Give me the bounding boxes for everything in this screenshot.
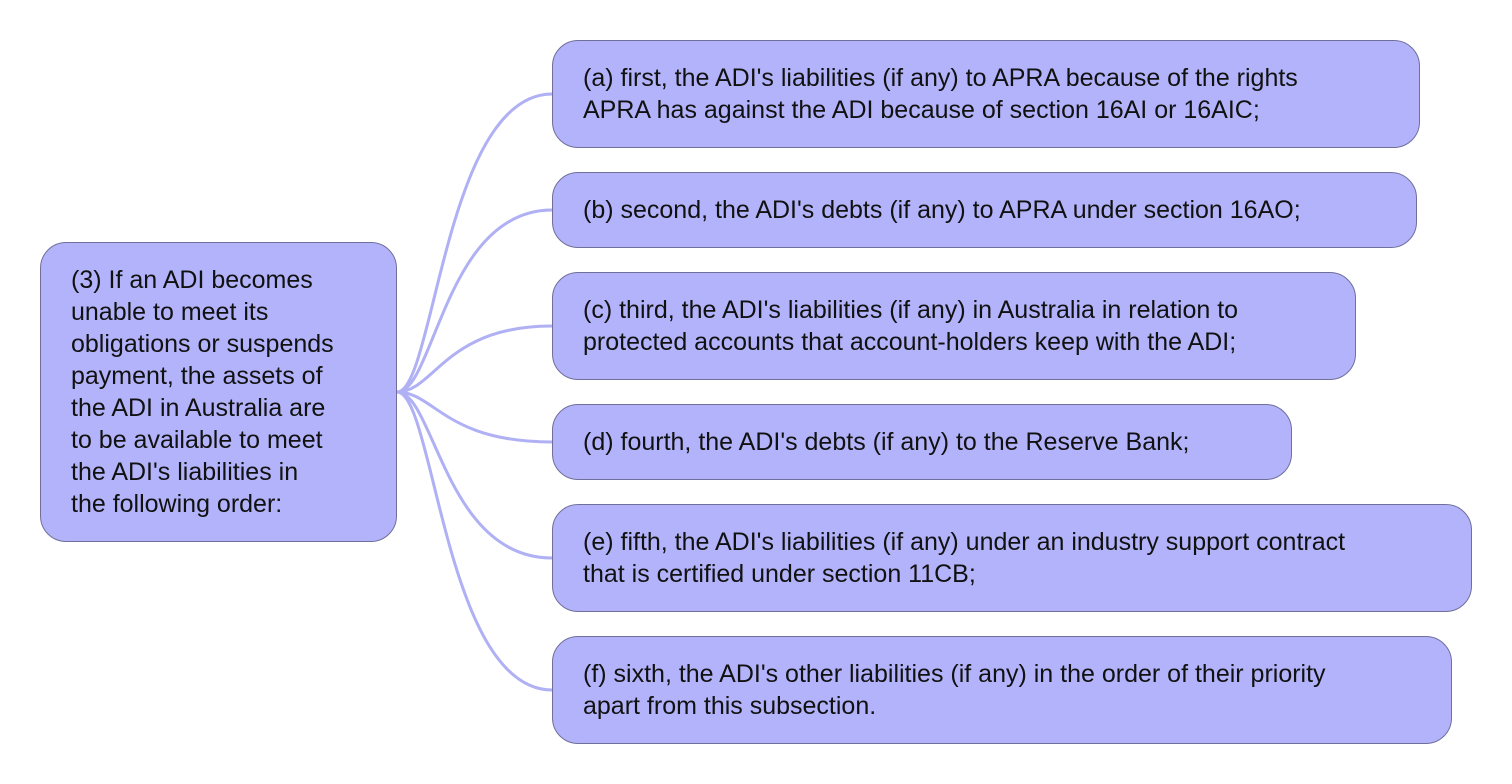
- node-text-line: (f) sixth, the ADI's other liabilities (…: [583, 660, 1326, 688]
- root-text: (3) If an ADI becomes unable to meet its…: [71, 266, 334, 518]
- child-node-e[interactable]: (e) fifth, the ADI's liabilities (if any…: [552, 504, 1472, 612]
- connector-f: [396, 390, 553, 692]
- connector-b: [396, 208, 553, 394]
- connector-a: [396, 92, 553, 394]
- node-text-line: (c) third, the ADI's liabilities (if any…: [583, 296, 1239, 324]
- child-node-d[interactable]: (d) fourth, the ADI's debts (if any) to …: [552, 404, 1292, 480]
- node-text-line: (d) fourth, the ADI's debts (if any) to …: [583, 428, 1190, 456]
- connector-e: [396, 390, 553, 560]
- node-text-line: (b) second, the ADI's debts (if any) to …: [583, 196, 1301, 224]
- node-text-line: that is certified under section 11CB;: [583, 560, 976, 588]
- connector-c: [396, 324, 553, 394]
- node-text-line: (e) fifth, the ADI's liabilities (if any…: [583, 528, 1346, 556]
- root-node[interactable]: (3) If an ADI becomes unable to meet its…: [40, 242, 397, 542]
- child-node-f[interactable]: (f) sixth, the ADI's other liabilities (…: [552, 636, 1452, 744]
- node-text-line: apart from this subsection.: [583, 692, 877, 720]
- child-node-a[interactable]: (a) first, the ADI's liabilities (if any…: [552, 40, 1420, 148]
- node-text-line: APRA has against the ADI because of sect…: [583, 96, 1260, 124]
- child-node-c[interactable]: (c) third, the ADI's liabilities (if any…: [552, 272, 1356, 380]
- child-node-b[interactable]: (b) second, the ADI's debts (if any) to …: [552, 172, 1417, 248]
- node-text-line: (a) first, the ADI's liabilities (if any…: [583, 64, 1298, 92]
- connector-d: [396, 390, 553, 444]
- node-text-line: protected accounts that account-holders …: [583, 328, 1237, 356]
